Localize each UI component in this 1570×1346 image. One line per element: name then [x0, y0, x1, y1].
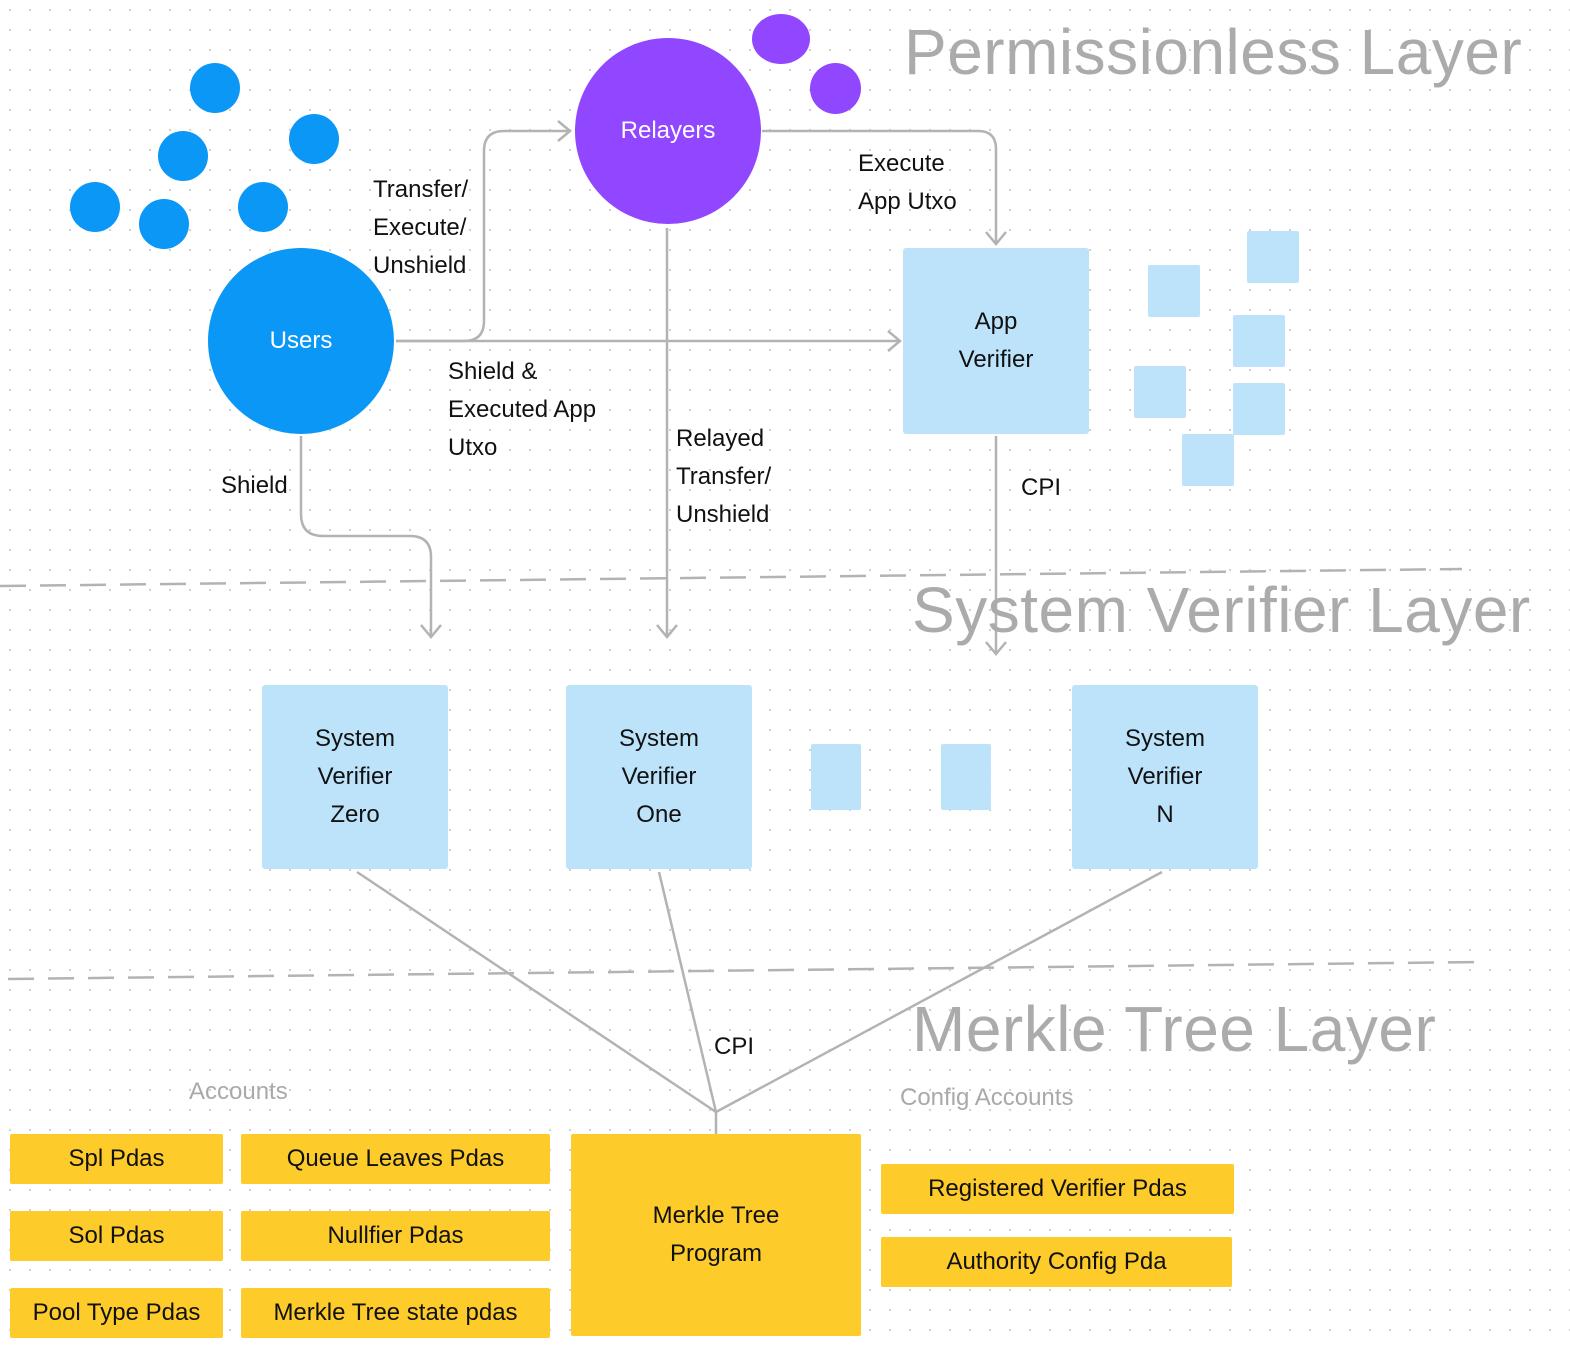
system-verifier-zero-label: System Verifier Zero [314, 725, 395, 828]
edge-label-relayers-one: Relayed Transfer/ Unshield [676, 425, 772, 528]
account-sol-pdas-label: Sol Pdas [68, 1222, 165, 1249]
connector-zero-merkle [356, 870, 717, 1114]
merkle-tree-program-node[interactable]: Merkle Tree Program [571, 1134, 861, 1336]
edge-label-users-app: Shield & Executed App Utxo [448, 358, 597, 461]
account-queue-leaves-pdas-label: Queue Leaves Pdas [286, 1145, 505, 1172]
connector-n-merkle [715, 870, 1163, 1114]
app-verifier-tile [1233, 383, 1285, 435]
arrowhead-zero [420, 624, 442, 639]
edge-label-app-system: CPI [1021, 474, 1062, 501]
account-queue-leaves-pdas[interactable]: Queue Leaves Pdas [241, 1134, 550, 1184]
config-authority-config-pda-label: Authority Config Pda [946, 1248, 1167, 1275]
users-label: Users [269, 327, 333, 354]
edge-label-system-merkle: CPI [714, 1033, 755, 1060]
account-spl-pdas-label: Spl Pdas [68, 1145, 165, 1172]
user-dot [289, 114, 339, 164]
system-verifier-zero-node[interactable]: System Verifier Zero [262, 685, 448, 869]
system-verifier-ellipsis-tile [811, 744, 861, 810]
config-authority-config-pda[interactable]: Authority Config Pda [881, 1237, 1232, 1287]
user-dot [238, 182, 288, 232]
app-verifier-tile [1247, 231, 1299, 283]
app-verifier-tile [1148, 265, 1200, 317]
accounts-section-label: Accounts [189, 1078, 288, 1105]
app-verifier-tile [1182, 434, 1234, 486]
arrowhead-app-top [985, 231, 1007, 246]
user-dot [158, 131, 208, 181]
config-registered-verifier-pdas[interactable]: Registered Verifier Pdas [881, 1164, 1234, 1214]
relayers-node[interactable]: Relayers [575, 38, 761, 224]
user-dot [190, 63, 240, 113]
connector-one-merkle [657, 871, 718, 1113]
account-nullfier-pdas-label: Nullfier Pdas [327, 1222, 464, 1249]
account-merkle-tree-state-pdas[interactable]: Merkle Tree state pdas [241, 1288, 550, 1338]
relayer-dot [752, 14, 810, 64]
app-verifier-label: App Verifier [958, 308, 1034, 373]
layer-title-merkle-tree: Merkle Tree Layer [912, 993, 1437, 1065]
connector-relayers-app [762, 129, 998, 242]
system-verifier-one-node[interactable]: System Verifier One [566, 685, 752, 869]
layer-title-system-verifier: System Verifier Layer [912, 574, 1531, 646]
relayer-dot [810, 63, 861, 114]
app-verifier-tile [1134, 366, 1186, 418]
arrowhead-app-left [887, 330, 902, 352]
system-verifier-n-label: System Verifier N [1124, 725, 1205, 828]
system-verifier-one-label: System Verifier One [618, 725, 699, 828]
layer-divider-2 [7, 960, 1481, 981]
merkle-tree-program-label: Merkle Tree Program [652, 1202, 780, 1267]
user-dot [139, 199, 189, 249]
layer-title-permissionless: Permissionless Layer [904, 16, 1523, 88]
account-pool-type-pdas-label: Pool Type Pdas [32, 1299, 201, 1326]
account-sol-pdas[interactable]: Sol Pdas [10, 1211, 223, 1261]
edge-label-users-relayers: Transfer/ Execute/ Unshield [373, 176, 469, 279]
account-nullfier-pdas[interactable]: Nullfier Pdas [241, 1211, 550, 1261]
relayers-label: Relayers [620, 117, 716, 144]
arrowhead-one [656, 624, 678, 639]
config-registered-verifier-pdas-label: Registered Verifier Pdas [928, 1175, 1187, 1202]
user-dot [70, 182, 120, 232]
users-node[interactable]: Users [208, 248, 394, 434]
config-accounts-section-label: Config Accounts [900, 1084, 1074, 1111]
layer-divider-1 [0, 567, 1463, 588]
system-verifier-ellipsis-tile [941, 744, 991, 810]
edge-label-users-zero: Shield [221, 472, 288, 499]
connector-users-zero [299, 436, 433, 635]
account-pool-type-pdas[interactable]: Pool Type Pdas [10, 1288, 223, 1338]
arrowhead-relayers [557, 120, 572, 142]
system-verifier-n-node[interactable]: System Verifier N [1072, 685, 1258, 869]
app-verifier-tile [1233, 315, 1285, 367]
arrowhead-system-layer [985, 641, 1007, 656]
edge-label-relayers-app: Execute App Utxo [858, 150, 957, 215]
app-verifier-node[interactable]: App Verifier [903, 248, 1089, 434]
account-merkle-tree-state-pdas-label: Merkle Tree state pdas [273, 1299, 518, 1326]
account-spl-pdas[interactable]: Spl Pdas [10, 1134, 223, 1184]
